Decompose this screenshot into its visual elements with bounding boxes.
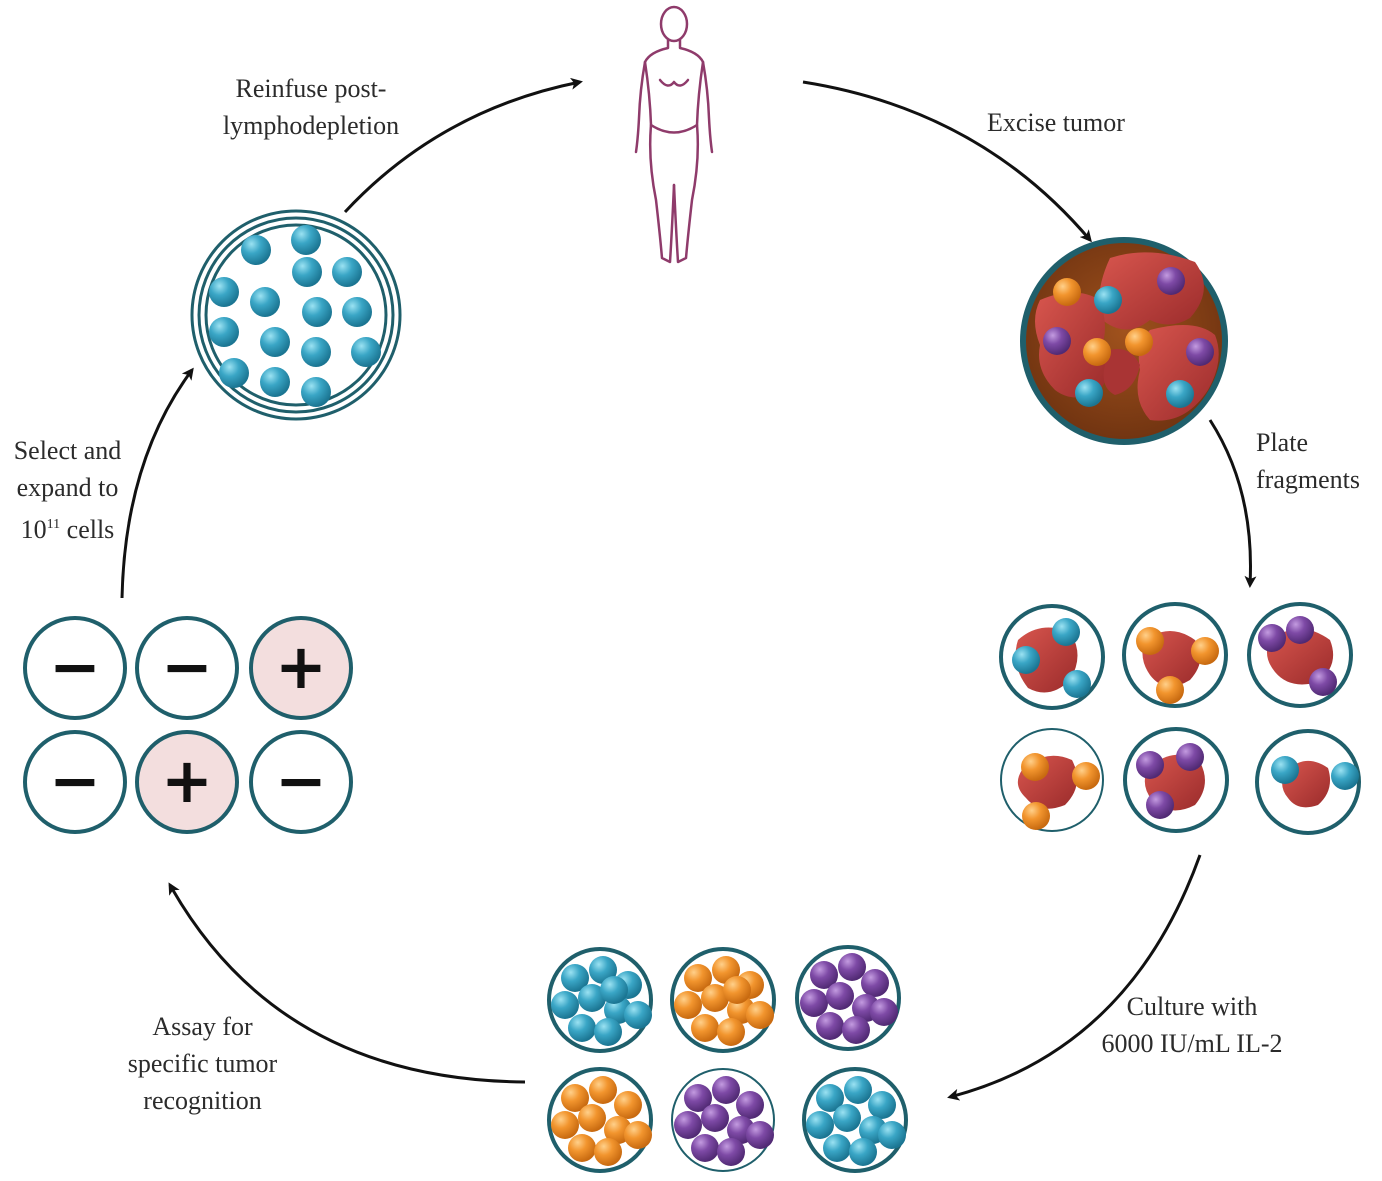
step-label-assay: Assay for specific tumor recognition (100, 1008, 305, 1119)
label-line: Excise tumor (987, 108, 1125, 137)
excised-tumor (1020, 237, 1228, 445)
label-line: expand to (16, 473, 119, 502)
label-line: fragments (1256, 465, 1360, 494)
label-line: 1011 cells (0, 506, 135, 548)
step-label-excise: Excise tumor (987, 104, 1125, 141)
label-line: Reinfuse post- (235, 74, 387, 103)
plus-sign-icon: + (161, 744, 213, 817)
arrow-culture (947, 854, 1202, 1101)
assay-well-positive: + (249, 616, 353, 720)
culture-well-blue (547, 947, 653, 1053)
fragment-well (1123, 727, 1229, 833)
fragment-well (1122, 602, 1228, 708)
assay-well-negative: − (23, 730, 127, 834)
cell-count-base: 10 (20, 515, 47, 544)
arrow-plate (1208, 419, 1257, 588)
human-figure-icon (634, 5, 714, 264)
assay-well-positive: + (135, 730, 239, 834)
arrow-select (120, 367, 194, 599)
arrow-reinfuse (343, 77, 583, 214)
label-line: Select and (13, 436, 122, 465)
culture-well-orange (670, 947, 776, 1053)
expanded-tcell-dish (190, 209, 402, 421)
step-label-reinfuse: Reinfuse post- lymphodepletion (196, 70, 426, 144)
step-label-select: Select and expand to 1011 cells (0, 432, 135, 548)
label-line: lymphodepletion (222, 111, 400, 140)
fragment-well (1247, 602, 1353, 708)
assay-well-ring (249, 616, 353, 720)
step-label-culture: Culture with 6000 IU/mL IL-2 (1082, 988, 1302, 1062)
fragment-well (1000, 728, 1104, 832)
assay-well-negative: − (23, 616, 127, 720)
fragment-well (999, 604, 1105, 710)
label-line: Assay for (152, 1012, 253, 1041)
label-line: recognition (143, 1086, 262, 1115)
cultured-til-wells (547, 945, 908, 1173)
assay-well-negative: − (135, 616, 239, 720)
assay-well-ring (23, 730, 127, 834)
assay-well-negative: − (249, 730, 353, 834)
label-line: 6000 IU/mL IL-2 (1101, 1029, 1283, 1058)
plus-sign-icon: + (275, 630, 327, 703)
step-label-plate: Plate fragments (1256, 424, 1360, 498)
assay-well-ring (135, 730, 239, 834)
label-line: Culture with (1126, 992, 1258, 1021)
assay-well-ring (249, 730, 353, 834)
assay-result-wells: −−+−+− (23, 616, 353, 834)
label-line: specific tumor (127, 1049, 278, 1078)
minus-sign-icon: − (275, 744, 327, 817)
minus-sign-icon: − (49, 630, 101, 703)
culture-well-blue (802, 1067, 908, 1173)
fragment-well (1255, 729, 1361, 835)
assay-well-ring (23, 616, 127, 720)
arrow-excise (802, 80, 1092, 243)
cell-count-exponent: 11 (46, 517, 61, 532)
minus-sign-icon: − (161, 630, 213, 703)
plated-fragment-wells (999, 602, 1361, 835)
arrow-assay (168, 882, 526, 1084)
culture-well-orange (547, 1067, 653, 1173)
culture-well-purple (795, 945, 901, 1051)
tcell-blue (209, 225, 381, 407)
cell-count-unit: cells (60, 515, 115, 544)
label-line: Plate (1256, 428, 1308, 457)
minus-sign-icon: − (49, 744, 101, 817)
culture-well-purple (671, 1068, 775, 1172)
assay-well-ring (135, 616, 239, 720)
